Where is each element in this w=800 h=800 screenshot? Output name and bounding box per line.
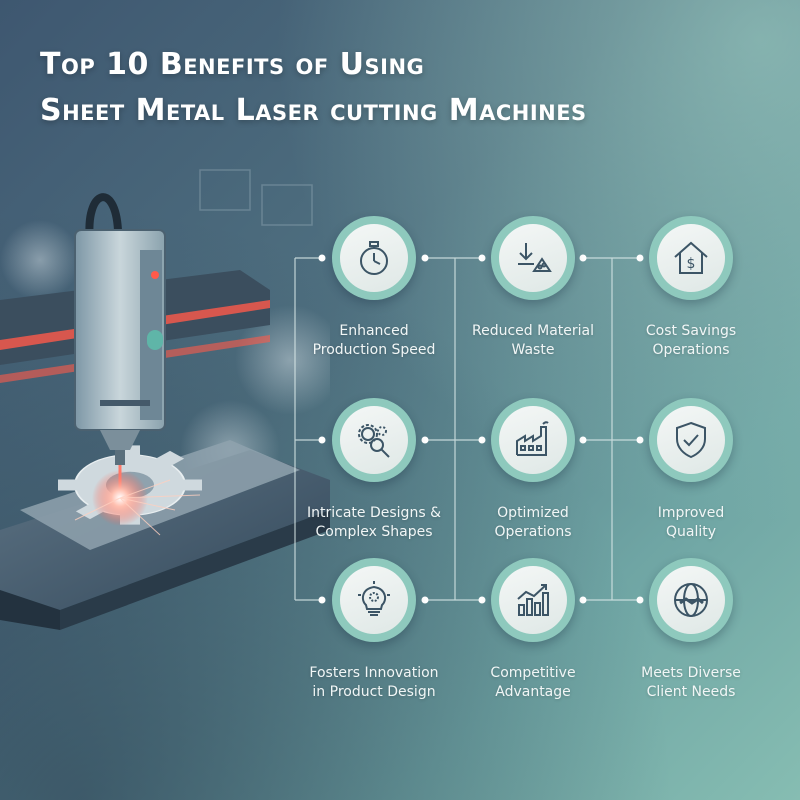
benefit-icon-circle	[332, 398, 416, 482]
spark-trails	[74, 479, 201, 536]
gears-magnifier-icon	[358, 424, 390, 458]
benefit-label-line1: Reduced Material	[472, 323, 594, 339]
benefit-label-line1: Improved	[657, 505, 725, 521]
svg-text:$: $	[687, 256, 696, 272]
benefit-label-line2: Operations	[652, 342, 730, 358]
benefit-label-line1: Competitive	[490, 665, 576, 681]
benefit-label-line2: Operations	[494, 524, 572, 540]
benefit-item: Fosters Innovation in Product Design	[289, 558, 459, 702]
globe-handshake-icon	[674, 583, 708, 617]
benefit-icon-circle	[649, 558, 733, 642]
benefit-label-line1: Intricate Designs &	[307, 505, 441, 521]
stopwatch-icon	[360, 241, 388, 275]
benefit-icon-circle	[332, 558, 416, 642]
shield-check-icon	[676, 421, 706, 459]
title-line-1: Top 10 Benefits of Using	[40, 47, 425, 82]
laser-cutter-illustration	[0, 169, 330, 630]
benefit-icon-circle	[491, 398, 575, 482]
factory-icon	[516, 421, 549, 456]
title-line-2: Sheet Metal Laser cutting Machines	[40, 93, 587, 128]
benefit-label-line2: Advantage	[495, 684, 571, 700]
benefit-icon-circle	[649, 398, 733, 482]
benefit-icon-circle	[332, 216, 416, 300]
benefit-label-line1: Enhanced	[339, 323, 409, 339]
page-title: Top 10 Benefits of Using Sheet Metal Las…	[40, 42, 587, 134]
benefit-label-line2: Quality	[665, 524, 717, 540]
background-monitors	[199, 169, 313, 226]
benefit-label-line2: Production Speed	[312, 342, 436, 358]
lightbulb-gear-icon	[358, 581, 390, 616]
benefit-label-line2: Waste	[511, 342, 555, 358]
bar-chart-arrow-icon	[517, 584, 549, 616]
benefit-label-line2: Client Needs	[646, 684, 736, 700]
benefit-label-line1: Meets Diverse	[641, 665, 741, 681]
house-dollar-icon: $	[674, 241, 708, 274]
benefit-label-line2: in Product Design	[312, 684, 436, 700]
benefit-label-line1: Optimized	[497, 505, 569, 521]
benefit-label-line1: Cost Savings	[645, 323, 737, 339]
benefit-label-line1: Fosters Innovation	[309, 665, 439, 681]
benefit-label-line2: Complex Shapes	[315, 524, 433, 540]
waste-reduction-icon	[518, 243, 552, 272]
benefit-icon-circle: $	[649, 216, 733, 300]
benefit-icon-circle	[491, 216, 575, 300]
benefit-icon-circle	[491, 558, 575, 642]
laser-head	[74, 229, 166, 465]
benefit-item: Intricate Designs & Complex Shapes	[289, 398, 459, 542]
